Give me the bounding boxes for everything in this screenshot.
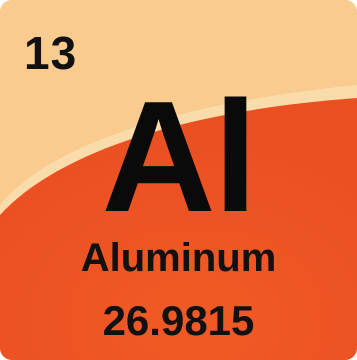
tile-dark-area xyxy=(0,98,357,360)
atomic-number: 13 xyxy=(24,27,78,79)
element-symbol: Al xyxy=(101,69,258,245)
atomic-mass: 26.9815 xyxy=(102,297,255,344)
tile-highlight-band xyxy=(0,85,357,360)
element-name: Aluminum xyxy=(80,236,277,280)
